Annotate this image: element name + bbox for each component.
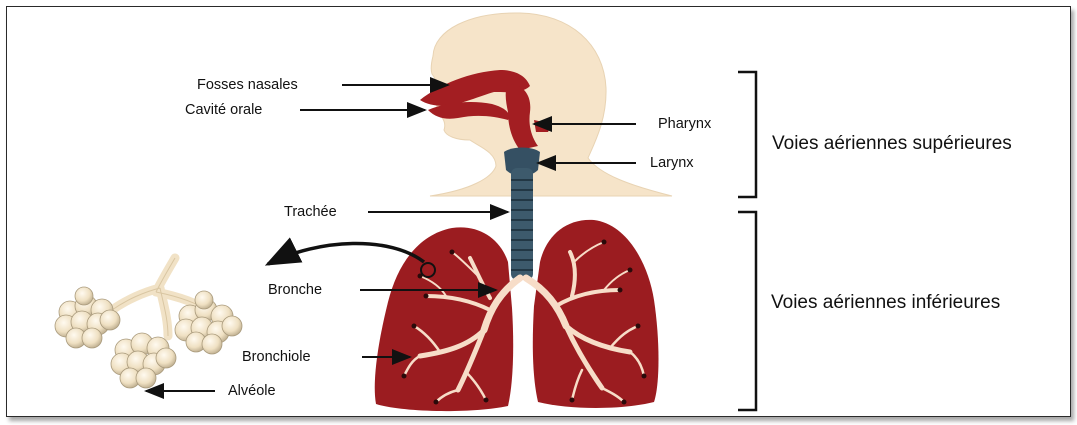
label-pharynx: Pharynx bbox=[658, 117, 711, 132]
left-lung bbox=[375, 227, 513, 411]
label-cavite-orale: Cavité orale bbox=[185, 103, 262, 118]
label-trachee: Trachée bbox=[284, 205, 337, 220]
lower-airways-bracket bbox=[738, 212, 756, 410]
alveoli-cluster bbox=[55, 258, 242, 388]
label-bronche: Bronche bbox=[268, 283, 322, 298]
label-alveole: Alvéole bbox=[228, 384, 276, 399]
trachea-shape bbox=[511, 168, 533, 280]
label-lower-airways: Voies aériennes inférieures bbox=[771, 293, 1000, 312]
label-larynx: Larynx bbox=[650, 156, 694, 171]
zoom-arrow bbox=[268, 243, 424, 264]
label-fosses-nasales: Fosses nasales bbox=[197, 78, 298, 93]
upper-airways-bracket bbox=[738, 72, 756, 197]
label-upper-airways: Voies aériennes supérieures bbox=[772, 134, 1012, 153]
label-bronchiole: Bronchiole bbox=[242, 350, 311, 365]
